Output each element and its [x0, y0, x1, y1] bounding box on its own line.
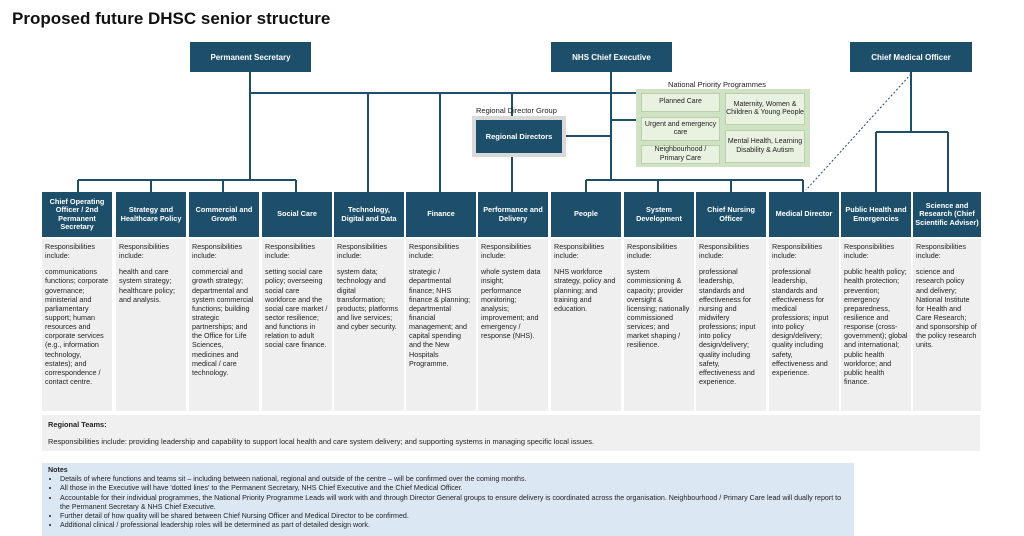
npp-mental-health: Mental Health, Learning Disability & Aut…: [725, 130, 805, 163]
regional-directors-box: Regional Directors: [476, 120, 562, 153]
note-item: Further detail of how quality will be sh…: [60, 512, 848, 521]
column-body: Responsibilities include:commercial and …: [189, 239, 259, 411]
npp-neighbourhood: Neighbourhood / Primary Care: [641, 145, 720, 164]
column-performance: Performance and Delivery Responsibilitie…: [478, 192, 548, 411]
column-title: Chief Nursing Officer: [696, 192, 766, 237]
column-title: Social Care: [262, 192, 332, 237]
chief-medical-officer-box: Chief Medical Officer: [850, 42, 972, 72]
column-title: Finance: [406, 192, 476, 237]
column-body: Responsibilities include:professional le…: [696, 239, 766, 411]
column-body: Responsibilities include:communications …: [42, 239, 112, 411]
column-body: Responsibilities include:strategic / dep…: [406, 239, 476, 411]
column-commercial: Commercial and Growth Responsibilities i…: [189, 192, 259, 411]
page-title: Proposed future DHSC senior structure: [12, 9, 331, 28]
column-technology: Technology, Digital and Data Responsibil…: [334, 192, 404, 411]
column-body: Responsibilities include:public health p…: [841, 239, 911, 411]
npp-planned-care: Planned Care: [641, 93, 720, 112]
column-title: Strategy and Healthcare Policy: [116, 192, 186, 237]
nhs-chief-executive-box: NHS Chief Executive: [551, 42, 672, 72]
column-body: Responsibilities include:whole system da…: [478, 239, 548, 411]
column-system-development: System Development Responsibilities incl…: [624, 192, 694, 411]
column-body: Responsibilities include:professional le…: [769, 239, 839, 411]
notes-list: Details of where functions and teams sit…: [48, 475, 848, 530]
column-chief-nursing-officer: Chief Nursing Officer Responsibilities i…: [696, 192, 766, 411]
column-social-care: Social Care Responsibilities include:set…: [262, 192, 332, 411]
column-public-health: Public Health and Emergencies Responsibi…: [841, 192, 911, 411]
column-title: Performance and Delivery: [478, 192, 548, 237]
note-item: All those in the Executive will have 'do…: [60, 484, 848, 493]
regional-teams-text: Responsibilities include: providing lead…: [48, 437, 594, 446]
column-title: Medical Director: [769, 192, 839, 237]
column-body: Responsibilities include:system commissi…: [624, 239, 694, 411]
column-title: Technology, Digital and Data: [334, 192, 404, 237]
npp-maternity: Maternity, Women & Children & Young Peop…: [725, 93, 805, 125]
column-strategy: Strategy and Healthcare Policy Responsib…: [116, 192, 186, 411]
note-item: Accountable for their individual program…: [60, 494, 848, 512]
regional-teams-title: Regional Teams:: [48, 420, 107, 429]
npp-group: Planned Care Maternity, Women & Children…: [636, 89, 810, 167]
column-body: Responsibilities include:system data; te…: [334, 239, 404, 411]
column-finance: Finance Responsibilities include:strateg…: [406, 192, 476, 411]
column-science-research: Science and Research (Chief Scientific A…: [913, 192, 981, 411]
column-coo: Chief Operating Officer / 2nd Permanent …: [42, 192, 112, 411]
column-people: People Responsibilities include:NHS work…: [551, 192, 621, 411]
regional-teams-panel: Regional Teams: Responsibilities include…: [42, 415, 980, 451]
column-body: Responsibilities include:NHS workforce s…: [551, 239, 621, 411]
notes-panel: Notes Details of where functions and tea…: [42, 463, 854, 536]
column-body: Responsibilities include:health and care…: [116, 239, 186, 411]
column-title: Public Health and Emergencies: [841, 192, 911, 237]
npp-urgent-care: Urgent and emergency care: [641, 117, 720, 141]
column-body: Responsibilities include:setting social …: [262, 239, 332, 411]
column-title: People: [551, 192, 621, 237]
column-medical-director: Medical Director Responsibilities includ…: [769, 192, 839, 411]
column-title: Commercial and Growth: [189, 192, 259, 237]
column-title: Science and Research (Chief Scientific A…: [913, 192, 981, 237]
permanent-secretary-box: Permanent Secretary: [190, 42, 311, 72]
note-item: Additional clinical / professional leade…: [60, 521, 848, 530]
column-title: Chief Operating Officer / 2nd Permanent …: [42, 192, 112, 237]
regional-director-group: Regional Directors: [472, 116, 566, 157]
npp-label: National Priority Programmes: [668, 80, 766, 89]
regional-director-group-label: Regional Director Group: [476, 106, 557, 115]
notes-title: Notes: [48, 466, 68, 474]
column-body: Responsibilities include:science and res…: [913, 239, 981, 411]
note-item: Details of where functions and teams sit…: [60, 475, 848, 484]
column-title: System Development: [624, 192, 694, 237]
